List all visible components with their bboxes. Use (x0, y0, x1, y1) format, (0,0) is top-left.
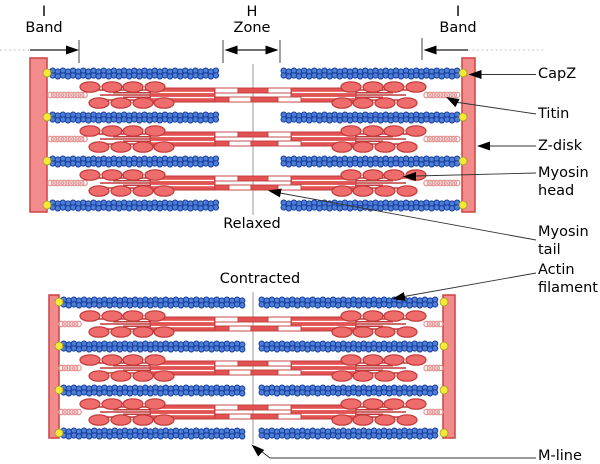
i-band-left-label: I Band (25, 4, 63, 36)
i-band-right-label: I Band (439, 4, 477, 36)
capz-label: CapZ (538, 66, 577, 82)
i-band-right-arrow (421, 38, 546, 60)
contracted-state-label: Contracted (219, 271, 301, 287)
actin-filaments (60, 296, 439, 440)
capz-caps (54, 297, 449, 438)
contracted-sarcomere (48, 292, 456, 444)
actin-filaments (49, 67, 461, 212)
z-disk-left (48, 294, 60, 439)
m-line-label: M-line (538, 448, 582, 464)
z-disk-right (442, 294, 456, 439)
callout-lines (248, 70, 537, 459)
myosin-head-label: Myosin head (538, 165, 589, 199)
z-disk-left (29, 57, 48, 213)
relaxed-state-label: Relaxed (223, 216, 281, 232)
titin-springs (47, 91, 461, 187)
myosin-tail-label: Myosin tail (538, 224, 589, 258)
capz-caps (42, 68, 468, 210)
h-zone-label: H Zone (233, 4, 271, 36)
actin-filament-label: Actin filament (538, 262, 598, 296)
h-zone-arrow (222, 40, 281, 63)
titin-label: Titin (538, 106, 570, 122)
relaxed-sarcomere (29, 57, 476, 215)
titin-springs (58, 320, 444, 416)
i-band-left-arrow (0, 40, 80, 63)
z-disk-label: Z-disk (538, 138, 583, 154)
z-disk-right (461, 57, 476, 213)
